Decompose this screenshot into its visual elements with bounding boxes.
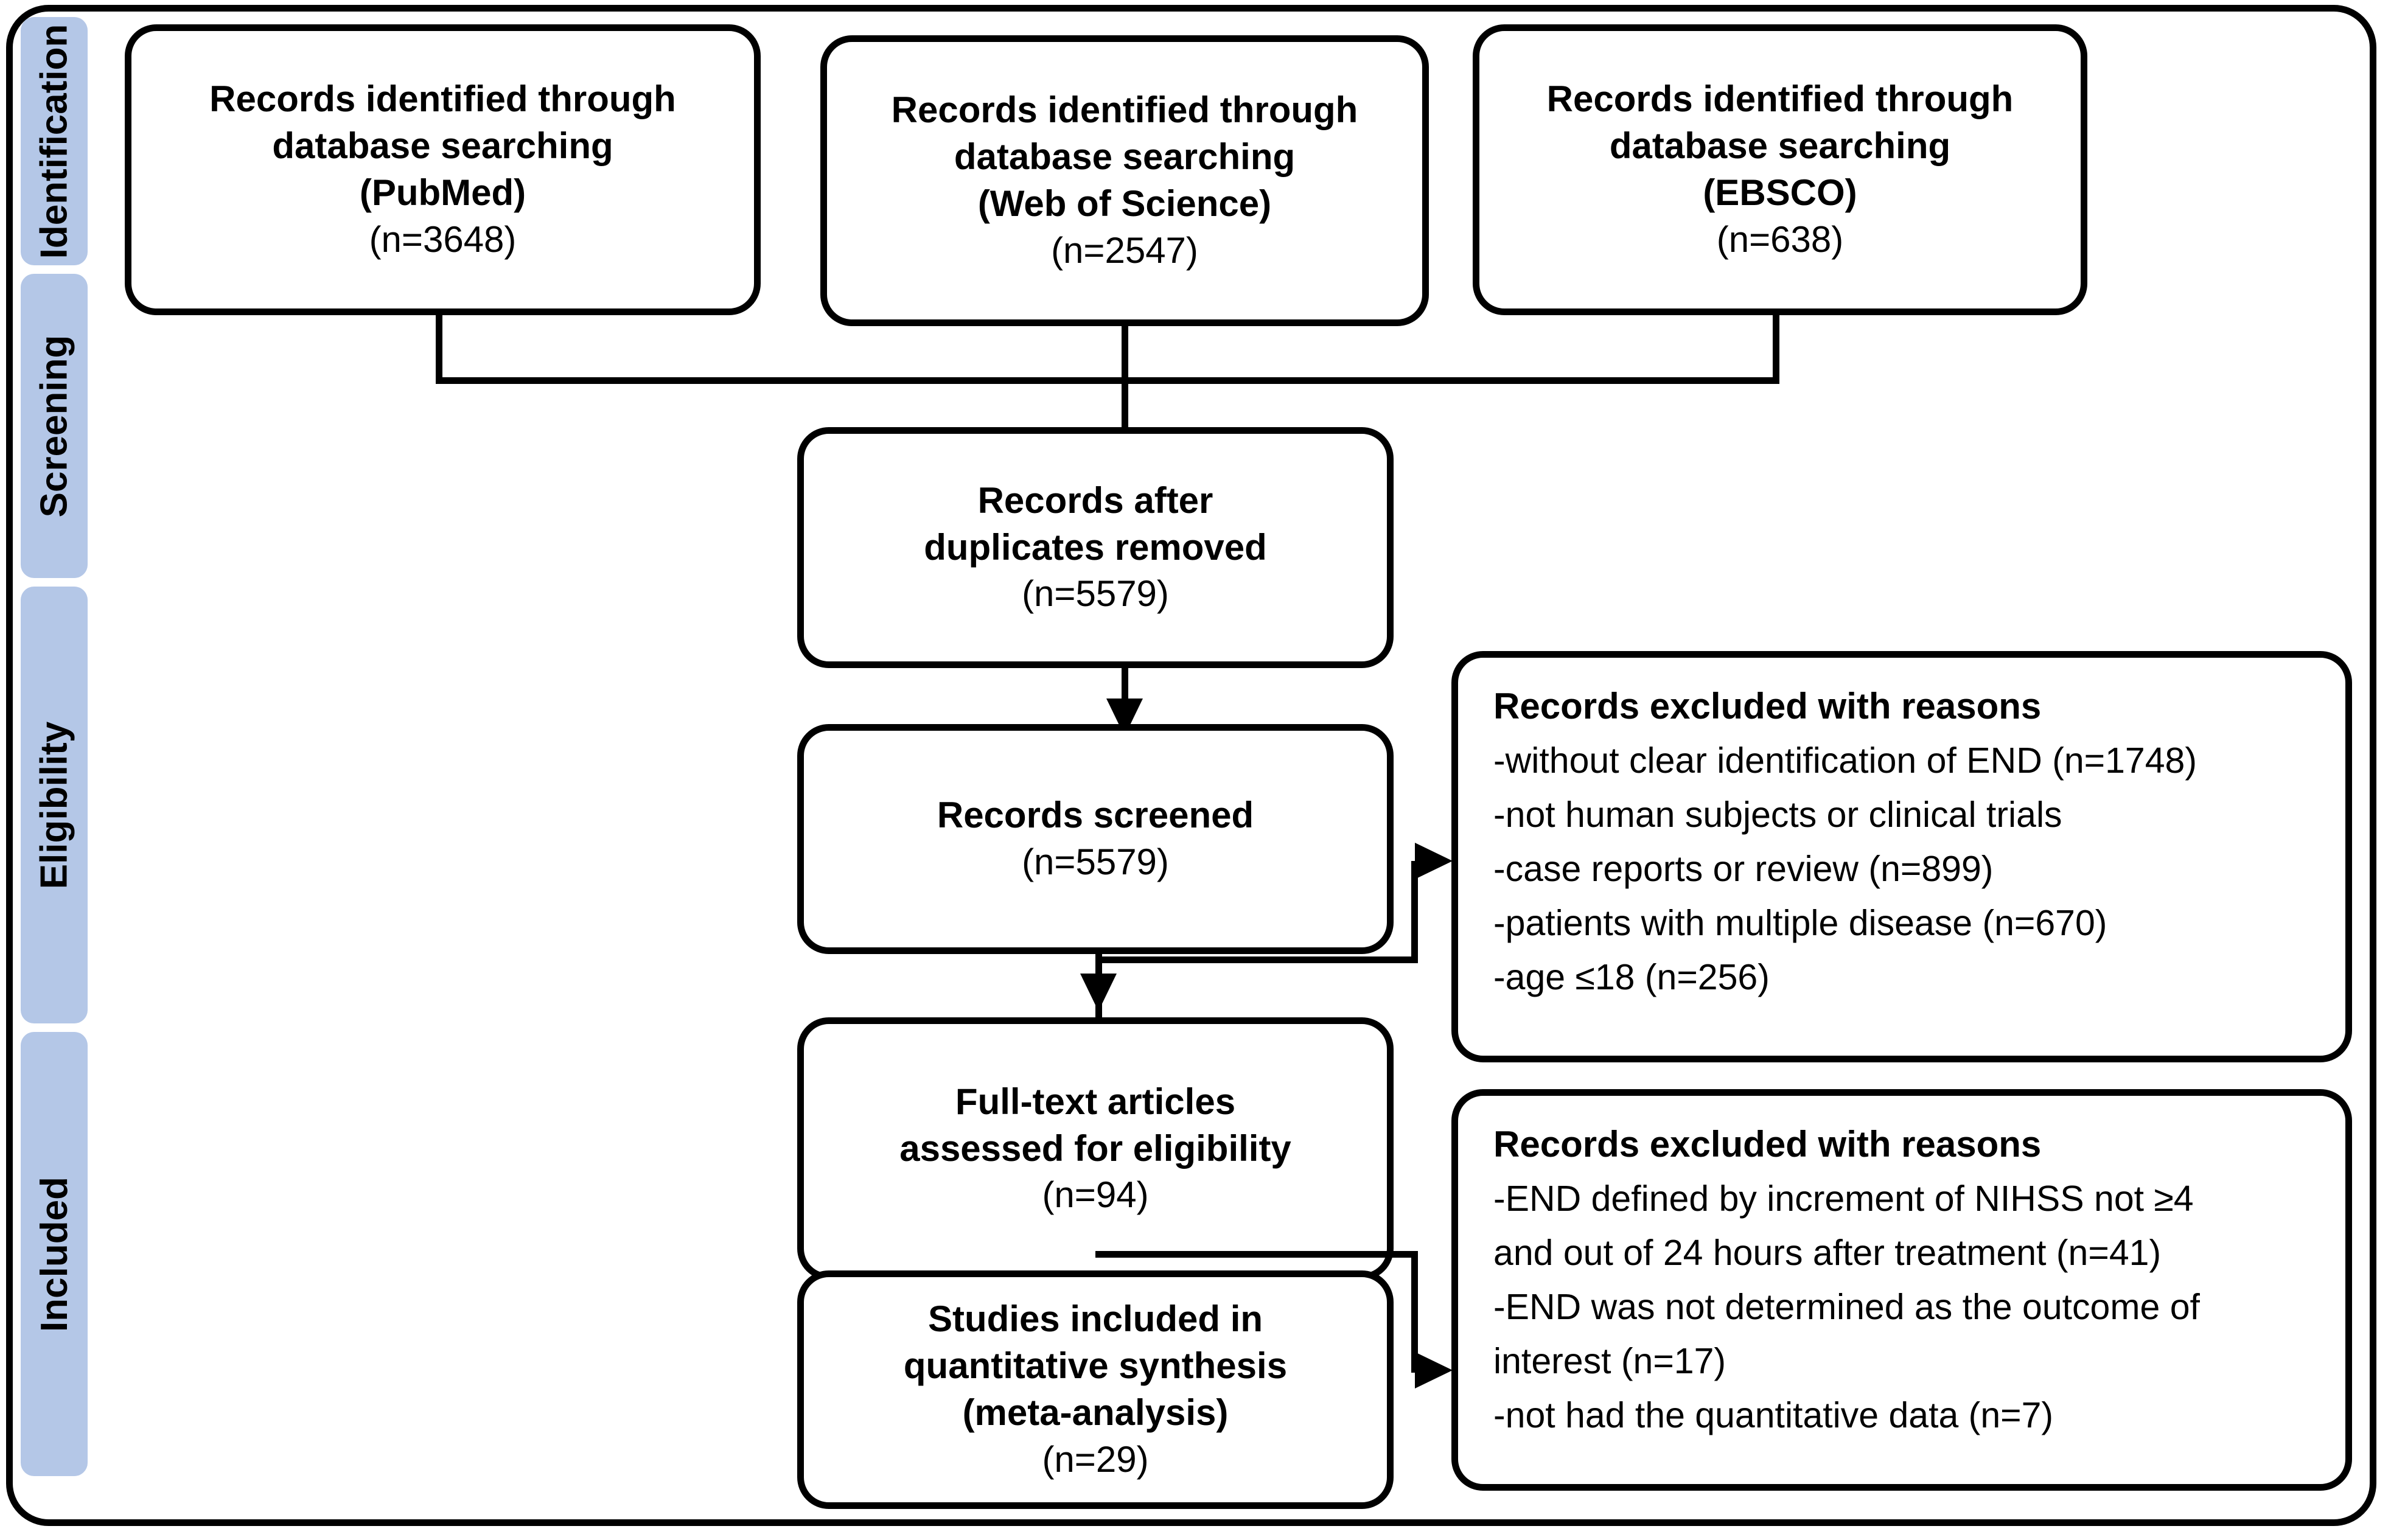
stage-tab-included-label: Included <box>33 1176 75 1332</box>
identification-box-ebsco-line1: Records identified through <box>1546 78 2014 120</box>
identification-box-ebsco: Records identified through database sear… <box>1473 24 2087 315</box>
identification-box-pubmed-line1: Records identified through <box>209 78 676 120</box>
flow-box-records-screened-line1: Records screened <box>937 795 1254 836</box>
exclusion-box-screening: Records excluded with reasons -without c… <box>1451 651 2352 1062</box>
connector-merge-right-drop <box>1773 315 1779 382</box>
flow-box-included-line3: (meta-analysis) <box>962 1392 1229 1433</box>
flow-box-duplicates-line2: duplicates removed <box>924 526 1267 568</box>
connector-fulltext-branch-horizontal <box>1095 1251 1418 1258</box>
exclusion-box-screening-reason-1: -without clear identification of END (n=… <box>1493 740 2197 781</box>
flow-box-records-screened-count: (n=5579) <box>1022 841 1169 882</box>
flow-box-included-line1: Studies included in <box>927 1298 1263 1340</box>
identification-box-web-of-science-count: (n=2547) <box>1051 229 1198 271</box>
flow-box-included-line2: quantitative synthesis <box>903 1345 1288 1387</box>
exclusion-box-eligibility-reason-1-cont: and out of 24 hours after treatment (n=4… <box>1493 1232 2162 1273</box>
exclusion-box-screening-reason-4: -patients with multiple disease (n=670) <box>1493 902 2107 943</box>
flow-box-duplicates-count: (n=5579) <box>1022 573 1169 615</box>
stage-tab-identification-label: Identification <box>33 24 75 259</box>
identification-box-web-of-science-line3: (Web of Science) <box>977 183 1272 224</box>
identification-box-ebsco-count: (n=638) <box>1716 218 1844 260</box>
flow-box-duplicates-line1: Records after <box>977 479 1213 521</box>
flow-box-duplicates-removed: Records after duplicates removed (n=5579… <box>797 427 1394 668</box>
identification-box-pubmed-line3: (PubMed) <box>359 172 526 213</box>
diagram-outer-frame <box>6 5 2376 1526</box>
connector-duplicates-to-screened <box>1122 668 1128 703</box>
exclusion-box-screening-reason-5: -age ≤18 (n=256) <box>1493 956 1770 997</box>
flow-box-fulltext-line2: assessed for eligibility <box>899 1127 1291 1169</box>
connector-fulltext-branch-arrowhead <box>1415 1352 1453 1388</box>
exclusion-box-eligibility-reason-3: -not had the quantitative data (n=7) <box>1493 1395 2054 1435</box>
stage-tab-screening: Screening <box>21 274 88 578</box>
exclusion-box-screening-reason-3: -case reports or review (n=899) <box>1493 848 1994 889</box>
stage-tab-screening-label: Screening <box>33 335 75 517</box>
exclusion-box-eligibility: Records excluded with reasons -END defin… <box>1451 1089 2352 1491</box>
flow-box-fulltext-assessed: Full-text articles assessed for eligibil… <box>797 1017 1394 1280</box>
exclusion-box-eligibility-reason-2: -END was not determined as the outcome o… <box>1493 1286 2200 1327</box>
connector-screened-branch-vertical <box>1411 861 1418 963</box>
identification-box-web-of-science: Records identified through database sear… <box>820 35 1429 326</box>
flow-box-fulltext-line1: Full-text articles <box>955 1081 1236 1122</box>
flow-box-included-count: (n=29) <box>1042 1438 1149 1480</box>
exclusion-box-eligibility-reason-2-cont: interest (n=17) <box>1493 1340 1726 1381</box>
identification-box-web-of-science-line2: database searching <box>954 136 1296 178</box>
connector-merge-stem <box>1122 377 1128 437</box>
identification-box-pubmed: Records identified through database sear… <box>125 24 761 315</box>
identification-box-ebsco-line2: database searching <box>1609 125 1951 167</box>
flow-box-records-screened: Records screened (n=5579) <box>797 724 1394 954</box>
exclusion-box-screening-reason-2: -not human subjects or clinical trials <box>1493 794 2062 835</box>
identification-box-pubmed-count: (n=3648) <box>369 218 517 260</box>
flow-box-studies-included: Studies included in quantitative synthes… <box>797 1270 1394 1509</box>
connector-screened-to-fulltext-arrowhead <box>1080 974 1117 1011</box>
flow-box-fulltext-count: (n=94) <box>1042 1174 1149 1216</box>
connector-merge-left-drop <box>436 315 442 382</box>
exclusion-box-screening-heading: Records excluded with reasons <box>1493 686 2042 726</box>
stage-tab-eligibility: Eligibility <box>21 587 88 1023</box>
stage-tab-identification: Identification <box>21 17 88 265</box>
connector-screened-branch-arrowhead <box>1415 843 1453 879</box>
stage-tab-eligibility-label: Eligibility <box>33 721 75 889</box>
connector-screened-branch-horizontal <box>1095 956 1418 963</box>
identification-box-pubmed-line2: database searching <box>272 125 613 167</box>
stage-tab-included: Included <box>21 1032 88 1476</box>
connector-merge-bar <box>436 377 1779 384</box>
exclusion-box-eligibility-reason-1: -END defined by increment of NIHSS not ≥… <box>1493 1179 2194 1219</box>
exclusion-box-eligibility-heading: Records excluded with reasons <box>1493 1124 2042 1165</box>
identification-box-web-of-science-line1: Records identified through <box>891 89 1358 131</box>
connector-merge-center-drop <box>1122 326 1128 382</box>
connector-fulltext-branch-vertical <box>1411 1251 1418 1373</box>
identification-box-ebsco-line3: (EBSCO) <box>1703 172 1857 213</box>
